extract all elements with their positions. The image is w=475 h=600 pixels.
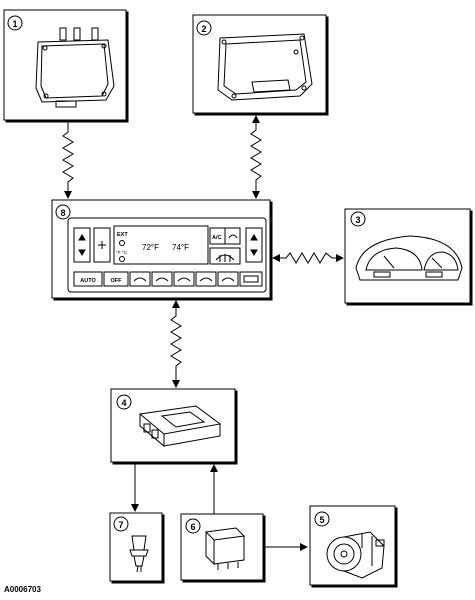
link-8-to-3 [272,252,344,264]
mode-button-2 [151,271,173,287]
callout-circle-5 [314,511,330,527]
mode-button-1 [129,271,151,287]
fan-icon [98,241,106,249]
callout-circle-3 [350,211,366,227]
callout-label-2: 2 [201,24,206,34]
callout-circle-8 [55,204,71,220]
compressor-5-icon [326,531,385,579]
sensor-7-icon [129,535,149,573]
figure-id-label: A0006703 [4,585,41,594]
right-temp-readout: 74°F [172,243,189,252]
recirc-icon [228,234,238,239]
component-box-3: 3 [344,208,471,304]
callout-circle-7 [113,516,129,532]
callout-label-3: 3 [355,215,360,225]
callout-label-5: 5 [319,515,324,525]
down-arrow-icon [78,249,86,256]
callout-circle-6 [185,518,201,534]
bilevel-mode-icon [155,277,169,282]
callout-label-6: 6 [190,522,195,532]
callout-circle-1 [7,15,23,31]
fan-rocker [93,227,111,263]
defrost-mode-icon [221,277,235,282]
bracket-2-icon [217,33,313,101]
callout-circle-4 [116,394,132,410]
units-indicator-led [119,256,125,262]
ext-label: EXT [117,232,128,238]
floor-defrost-mode-icon [199,277,213,282]
ac-label: A/C [212,235,222,241]
right-temp-rocker [245,227,263,263]
climate-control-panel [67,217,267,293]
defrost-icon [215,254,235,262]
component-box-5: 5 [309,505,396,586]
callout-label-4: 4 [121,398,126,408]
component-box-7: 7 [109,512,163,582]
module-1-icon [35,27,115,108]
component-box-4: 4 [110,388,236,463]
callout-label-7: 7 [118,520,123,530]
auto-label: AUTO [80,278,96,284]
link-8-to-4 [170,300,182,388]
display-window [113,225,209,265]
down-arrow-icon [250,249,258,256]
vent-mode-icon [133,277,147,282]
component-box-2: 2 [192,14,327,114]
callout-label-1: 1 [12,19,17,29]
component-box-6: 6 [180,513,264,581]
defrost-button [209,247,241,265]
left-temp-rocker [73,227,91,263]
component-box-8: 8 [51,199,271,299]
off-label: OFF [111,278,123,284]
mode-button-4 [195,271,217,287]
auto-button [73,271,103,287]
units-label: °F °C [116,250,128,255]
up-arrow-icon [250,234,258,241]
up-arrow-icon [78,234,86,241]
ext-indicator-led [119,240,125,246]
component-box-1: 1 [3,9,127,121]
relay-6-icon [204,527,246,570]
callout-circle-2 [196,20,212,36]
mode-button-3 [173,271,195,287]
link-1-to-8 [62,122,74,199]
control-module-4-icon [138,405,222,448]
floor-mode-icon [177,277,191,282]
callout-label-8: 8 [60,208,65,218]
mode-button-5 [217,271,239,287]
instrument-cluster-icon [355,235,463,281]
link-2-to-8 [250,115,262,199]
left-temp-readout: 72°F [142,243,159,252]
off-button [103,271,129,287]
connectors [62,115,344,551]
rear-defrost-button [239,271,263,287]
rear-defrost-icon [243,275,259,283]
